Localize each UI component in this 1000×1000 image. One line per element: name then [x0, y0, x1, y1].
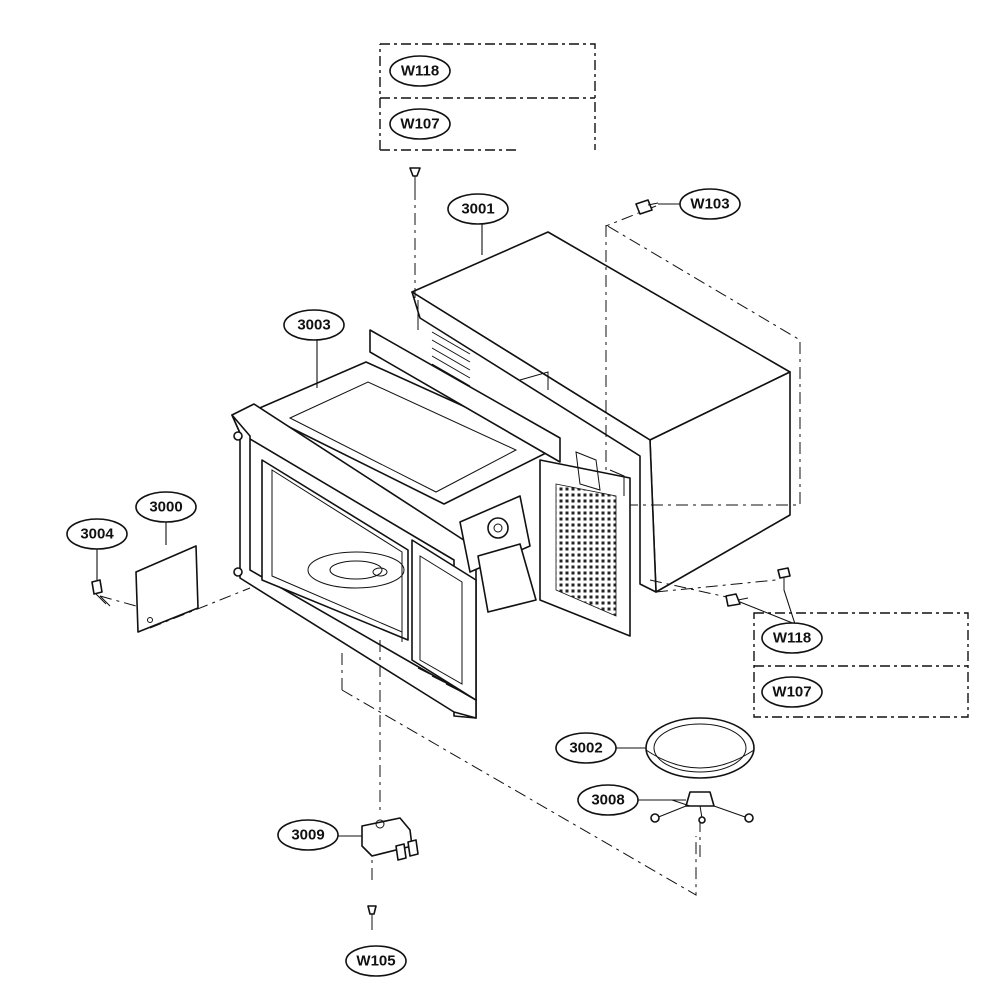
- magnetron-assembly: [459, 495, 537, 613]
- side-vent-panel: [539, 451, 631, 637]
- callout-3008-text: 3008: [591, 792, 624, 809]
- turntable-tray-3002: [645, 717, 755, 779]
- callout-w118-top: W118: [389, 55, 451, 87]
- callout-3008: 3008: [577, 784, 639, 816]
- callout-w107-right-text: W107: [772, 684, 811, 701]
- callout-3009: 3009: [277, 819, 339, 851]
- cover-plate-3000: [135, 545, 199, 633]
- callout-w103-text: W103: [690, 196, 729, 213]
- screw-3004: [91, 579, 111, 607]
- callout-w118-right-text: W118: [773, 630, 811, 647]
- callout-3001: 3001: [447, 193, 509, 225]
- callout-w118-right: W118: [761, 622, 823, 654]
- turntable-motor-3009: [361, 817, 419, 861]
- screw-w105: [367, 905, 377, 930]
- callout-3002: 3002: [555, 732, 617, 764]
- screw-w103: [635, 199, 659, 215]
- callout-w103: W103: [679, 188, 741, 220]
- callout-w107-top: W107: [389, 108, 451, 140]
- screw-w107-top: [409, 167, 421, 188]
- screw-w118-right: [777, 567, 791, 590]
- callout-3000: 3000: [135, 491, 197, 523]
- callout-w107-right: W107: [761, 676, 823, 708]
- callout-w118-top-text: W118: [401, 63, 439, 80]
- right-reference-boxes: [753, 612, 969, 718]
- cabinet-vent-slots: [431, 331, 471, 387]
- outer-cabinet-3001: [411, 231, 791, 593]
- roller-ring-3008: [650, 791, 754, 824]
- callout-3002-text: 3002: [569, 740, 602, 757]
- top-reference-boxes: [379, 43, 596, 151]
- callout-w105-text: W105: [356, 953, 395, 970]
- callout-leaders: [96, 203, 796, 837]
- callout-3003: 3003: [283, 309, 345, 341]
- callout-3000-text: 3000: [149, 499, 182, 516]
- callout-w105: W105: [345, 945, 407, 977]
- callout-3004-text: 3004: [80, 526, 114, 543]
- callout-3004: 3004: [66, 518, 128, 550]
- screw-w107-right: [725, 593, 749, 607]
- callout-w107-top-text: W107: [400, 116, 439, 133]
- cabinet-position-dashline: [605, 224, 801, 506]
- callout-3009-text: 3009: [291, 827, 324, 844]
- oven-cavity-3003: [231, 329, 561, 719]
- callout-3003-text: 3003: [297, 317, 330, 334]
- callout-3001-text: 3001: [461, 201, 494, 218]
